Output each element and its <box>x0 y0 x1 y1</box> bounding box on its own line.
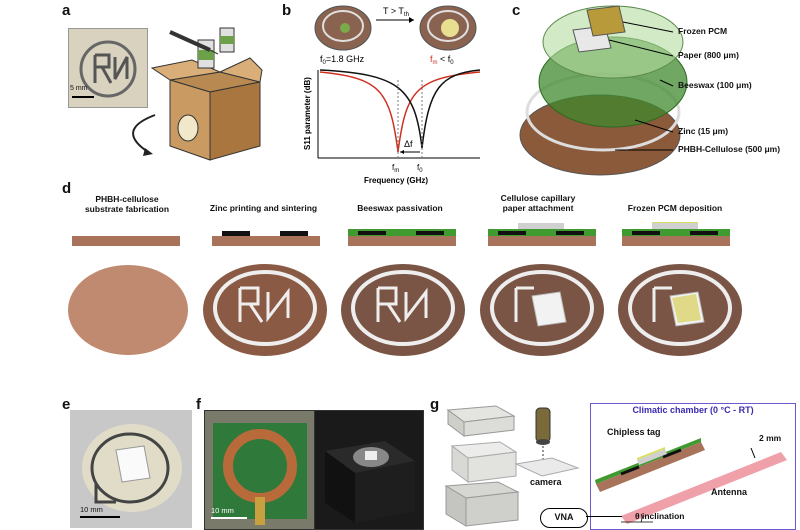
panel-e-label: e <box>62 396 71 413</box>
panel-g-label: g <box>430 396 440 413</box>
scale-bar-e-label: 10 mm <box>80 504 103 514</box>
inclination-label: θ inclination <box>635 511 685 521</box>
camera-illustration <box>514 407 580 477</box>
panel-e-photo: 10 mm <box>70 410 192 528</box>
panel-b-chart: T > Tth f0=1.8 GHz fm < f0 S11 parameter… <box>303 5 481 185</box>
panel-a-label: a <box>62 2 71 19</box>
panel-f-photo-right <box>314 410 424 530</box>
x-axis-label: Frequency (GHz) <box>364 176 428 185</box>
antenna-label: Antenna <box>711 487 747 497</box>
scale-bar-a <box>72 96 94 98</box>
panel-f-photo-left: 10 mm <box>204 410 316 530</box>
scale-bar-e <box>80 516 120 518</box>
enclosure-photo <box>325 441 415 523</box>
scale-bar-f-label: 10 mm <box>211 505 234 515</box>
disc-4 <box>480 264 604 356</box>
panel-d-label: d <box>62 180 72 197</box>
panel-a-photo <box>68 28 148 108</box>
vna-label: VNA <box>554 512 574 522</box>
step-label-0: PHBH-cellulose substrate fabrication <box>84 194 170 214</box>
condition-label: T > Tth <box>383 6 409 18</box>
panel-c-label: c <box>512 2 521 19</box>
step-label-2: Beeswax passivation <box>357 203 443 213</box>
fm-relation-label: fm < f0 <box>430 54 454 66</box>
exploded-layer-diagram <box>519 5 688 176</box>
chipless-tag-label: Chipless tag <box>607 427 661 437</box>
disc-3 <box>341 264 465 356</box>
step-label-3: Cellulose capillary paper attachment <box>500 193 576 213</box>
scale-bar-a-label: 5 mm <box>70 85 88 92</box>
layer-label-4: PHBH-Cellulose (500 μm) <box>678 144 781 154</box>
f0-value-label: f0=1.8 GHz <box>320 54 365 66</box>
layer-label-0: Frozen PCM <box>678 26 728 36</box>
tick-fm: fm <box>392 163 399 174</box>
chamber-box-photo <box>444 405 520 527</box>
cross-section-1 <box>72 236 180 246</box>
panel-b-label: b <box>282 2 292 19</box>
delta-f-label: Δf <box>404 139 413 149</box>
step-label-4: Frozen PCM deposition <box>627 203 723 213</box>
climatic-chamber-box: Climatic chamber (0 °C - RT) Chipless ta… <box>590 403 796 530</box>
disc-5 <box>618 264 742 356</box>
layer-label-3: Zinc (15 μm) <box>678 126 729 136</box>
tag-photo-e <box>82 424 182 512</box>
curve-fm <box>319 71 481 153</box>
panel-f-label: f <box>196 396 201 413</box>
vna-cable <box>586 516 622 517</box>
shipping-box-illustration <box>132 27 263 161</box>
camera-label: camera <box>530 477 562 487</box>
zinc-logo-icon <box>79 40 137 98</box>
layer-label-2: Beeswax (100 μm) <box>678 80 752 90</box>
antenna-pcb-photo <box>213 423 307 525</box>
chamber-setup-diagram <box>595 438 787 524</box>
curve-f0 <box>319 69 481 149</box>
y-axis-label: S11 parameter (dB) <box>303 77 312 150</box>
step-label-1: Zinc printing and sintering <box>209 203 318 213</box>
chamber-title: Climatic chamber (0 °C - RT) <box>632 405 754 415</box>
vna-box: VNA <box>540 508 588 528</box>
scale-bar-f <box>211 517 247 519</box>
tick-f0: f0 <box>417 163 423 174</box>
disc-2 <box>203 264 327 356</box>
fabrication-steps-illustration <box>68 222 742 356</box>
gap-label: 2 mm <box>759 433 782 443</box>
layer-label-1: Paper (800 μm) <box>678 50 739 60</box>
